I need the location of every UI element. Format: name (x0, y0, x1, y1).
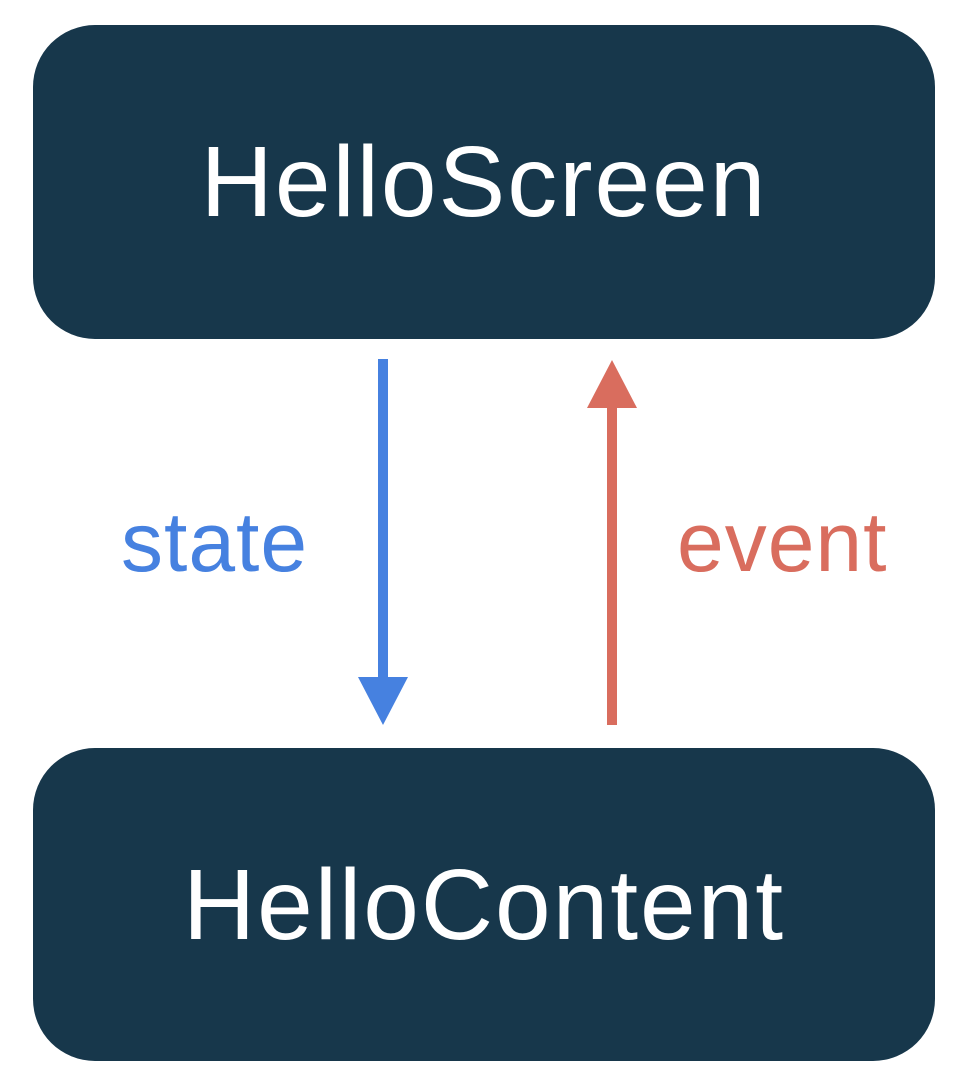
event-arrow-label: event (677, 495, 888, 589)
state-arrow-label: state (121, 495, 309, 589)
node-hellocontent: HelloContent (33, 748, 935, 1061)
node-helloscreen: HelloScreen (33, 25, 935, 339)
node-helloscreen-label: HelloScreen (200, 126, 768, 238)
event-arrowhead-up-icon (587, 360, 637, 408)
state-arrowhead-down-icon (358, 677, 408, 725)
state-arrow-line (378, 359, 388, 677)
node-hellocontent-label: HelloContent (182, 848, 786, 961)
event-arrow-line (607, 408, 617, 725)
